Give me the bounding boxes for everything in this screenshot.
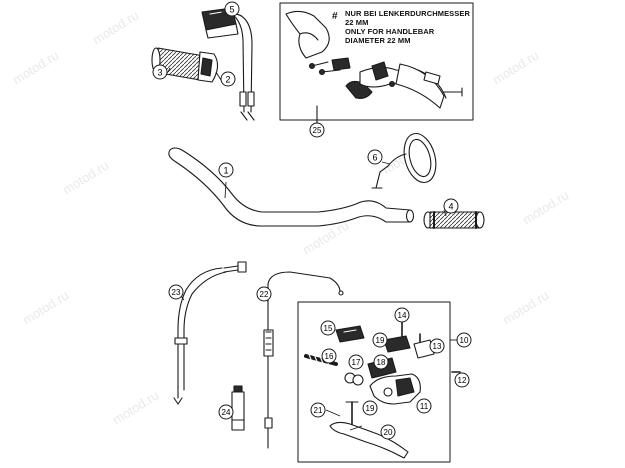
callout-6: 6 — [367, 149, 383, 165]
callout-18: 18 — [373, 354, 389, 370]
mirror — [371, 132, 437, 189]
callout-21: 21 — [310, 402, 326, 418]
callout-14: 14 — [394, 307, 410, 323]
handguard-kit — [285, 10, 463, 109]
note-symbol: # — [332, 11, 338, 22]
callout-label: 11 — [420, 402, 429, 411]
callout-19-bottom: 19 — [362, 400, 378, 416]
callout-12: 12 — [454, 372, 470, 388]
callout-13: 13 — [429, 338, 445, 354]
callout-19-top: 19 — [372, 332, 388, 348]
callout-label: 3 — [157, 68, 162, 78]
choke-cable — [173, 261, 247, 405]
note-line-english: ONLY FOR HANDLEBAR DIAMETER 22 MM — [345, 27, 435, 45]
callout-label: 18 — [377, 358, 386, 367]
callout-label: 5 — [229, 5, 234, 15]
callout-1: 1 — [218, 162, 234, 178]
callout-label: 21 — [314, 406, 323, 415]
handlebar-diameter-note: # NUR BEI LENKERDURCHMESSER 22 MM ONLY F… — [332, 9, 475, 45]
callout-24: 24 — [218, 404, 234, 420]
callout-label: 24 — [222, 408, 231, 417]
callout-label: 22 — [260, 290, 269, 299]
callout-label: 2 — [225, 75, 230, 85]
clutch-lever-box — [297, 301, 451, 463]
callout-22: 22 — [256, 286, 272, 302]
callout-label: 14 — [398, 311, 407, 320]
callout-3: 3 — [152, 64, 168, 80]
callout-label: 19 — [376, 336, 385, 345]
callout-2: 2 — [220, 71, 236, 87]
callout-label: 4 — [448, 202, 453, 212]
callout-label: 15 — [324, 324, 333, 333]
callout-10: 10 — [456, 332, 472, 348]
left-grip — [423, 211, 485, 229]
callout-20: 20 — [380, 424, 396, 440]
handguard-box — [279, 2, 474, 121]
callout-label: 17 — [352, 358, 361, 367]
callout-23: 23 — [168, 284, 184, 300]
callout-label: 25 — [313, 126, 322, 135]
callout-label: 12 — [458, 376, 467, 385]
callout-label: 23 — [172, 288, 181, 297]
callout-label: 13 — [433, 342, 442, 351]
callout-17: 17 — [348, 354, 364, 370]
callout-11: 11 — [416, 398, 432, 414]
callout-label: 10 — [460, 336, 469, 345]
note-line-german: NUR BEI LENKERDURCHMESSER 22 MM — [345, 9, 471, 27]
callout-label: 6 — [372, 153, 377, 163]
callout-25: 25 — [309, 122, 325, 138]
grease-tube — [231, 385, 245, 431]
callout-16: 16 — [321, 348, 337, 364]
callout-label: 16 — [325, 352, 334, 361]
callout-label: 1 — [223, 166, 228, 176]
callout-label: 19 — [366, 404, 375, 413]
callout-5: 5 — [224, 1, 240, 17]
callout-label: 20 — [384, 428, 393, 437]
handlebar — [168, 147, 415, 227]
callout-4: 4 — [443, 198, 459, 214]
callout-15: 15 — [320, 320, 336, 336]
